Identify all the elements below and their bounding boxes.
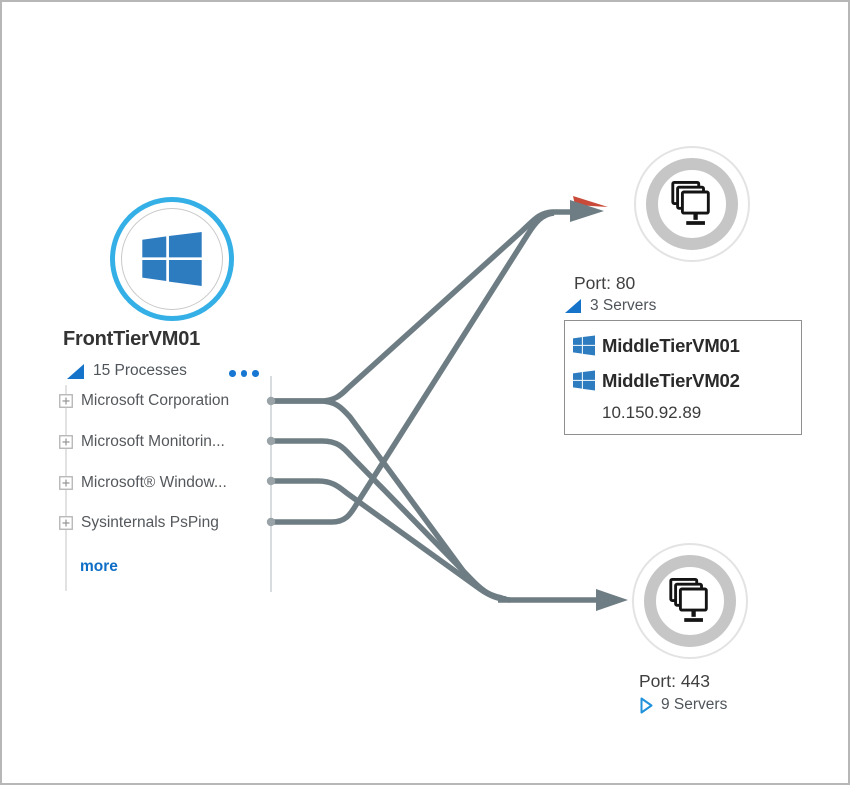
process-label: Microsoft Corporation xyxy=(81,392,230,409)
server-row-middletiervm02[interactable]: MiddleTierVM02 xyxy=(573,363,793,398)
process-label: Microsoft Monitorin... xyxy=(81,433,225,450)
server-count-label: 9 Servers xyxy=(661,696,728,713)
process-label: Microsoft® Window... xyxy=(81,474,227,491)
port80-server-list: MiddleTierVM01 MiddleTierVM02 10.150.92.… xyxy=(564,320,802,435)
server-ip-label: 10.150.92.89 xyxy=(602,403,702,422)
expand-triangle-icon[interactable] xyxy=(640,697,653,714)
port80-label: Port: 80 xyxy=(574,273,636,293)
port443-label: Port: 443 xyxy=(639,671,711,691)
connection-corporation-port443[interactable] xyxy=(271,398,503,601)
process-endpoint-dots xyxy=(266,396,276,527)
expand-plus-icon[interactable] xyxy=(59,476,73,490)
server-row-middletiervm01[interactable]: MiddleTierVM01 xyxy=(573,328,793,363)
port80-servers-row: 3 Servers xyxy=(564,297,656,315)
expand-plus-icon[interactable] xyxy=(59,435,73,449)
process-row-windows[interactable]: Microsoft® Window... xyxy=(59,470,227,496)
server-name-label: MiddleTierVM02 xyxy=(602,369,740,391)
expand-plus-icon[interactable] xyxy=(59,516,73,530)
expand-plus-icon[interactable] xyxy=(59,394,73,408)
windows-logo-icon xyxy=(573,370,595,391)
ellipsis-menu-icon[interactable] xyxy=(229,370,259,377)
connection-psping-port80[interactable] xyxy=(271,210,555,525)
more-processes-link[interactable]: more xyxy=(80,558,118,575)
machine-node-inner-circle xyxy=(121,208,223,310)
windows-logo-icon xyxy=(142,232,202,286)
collapse-triangle-icon[interactable] xyxy=(564,298,582,314)
server-group-icon xyxy=(669,577,708,622)
server-row-ip[interactable]: 10.150.92.89 xyxy=(573,398,793,428)
server-group-icon xyxy=(671,180,710,225)
process-row-monitoring[interactable]: Microsoft Monitorin... xyxy=(59,429,225,455)
port443-arrowhead xyxy=(596,589,628,611)
process-row-psping[interactable]: Sysinternals PsPing xyxy=(59,510,219,536)
machine-name-label: FrontTierVM01 xyxy=(63,328,201,350)
process-group-summary-row: 15 Processes xyxy=(66,362,187,380)
port80-ring xyxy=(646,158,738,250)
server-count-label: 3 Servers xyxy=(590,297,657,314)
process-row-corporation[interactable]: Microsoft Corporation xyxy=(59,388,229,414)
collapse-triangle-icon[interactable] xyxy=(66,363,85,380)
windows-logo-icon xyxy=(573,335,595,356)
port80-arrowhead xyxy=(570,200,604,222)
port80-group-node[interactable] xyxy=(634,146,750,262)
process-count-label: 15 Processes xyxy=(93,362,187,379)
port443-servers-row: 9 Servers xyxy=(640,696,727,714)
server-name-label: MiddleTierVM01 xyxy=(602,334,740,356)
process-label: Sysinternals PsPing xyxy=(81,514,219,531)
port443-group-node[interactable] xyxy=(632,543,748,659)
port443-ring xyxy=(644,555,736,647)
machine-node-fronttier[interactable] xyxy=(110,197,234,321)
